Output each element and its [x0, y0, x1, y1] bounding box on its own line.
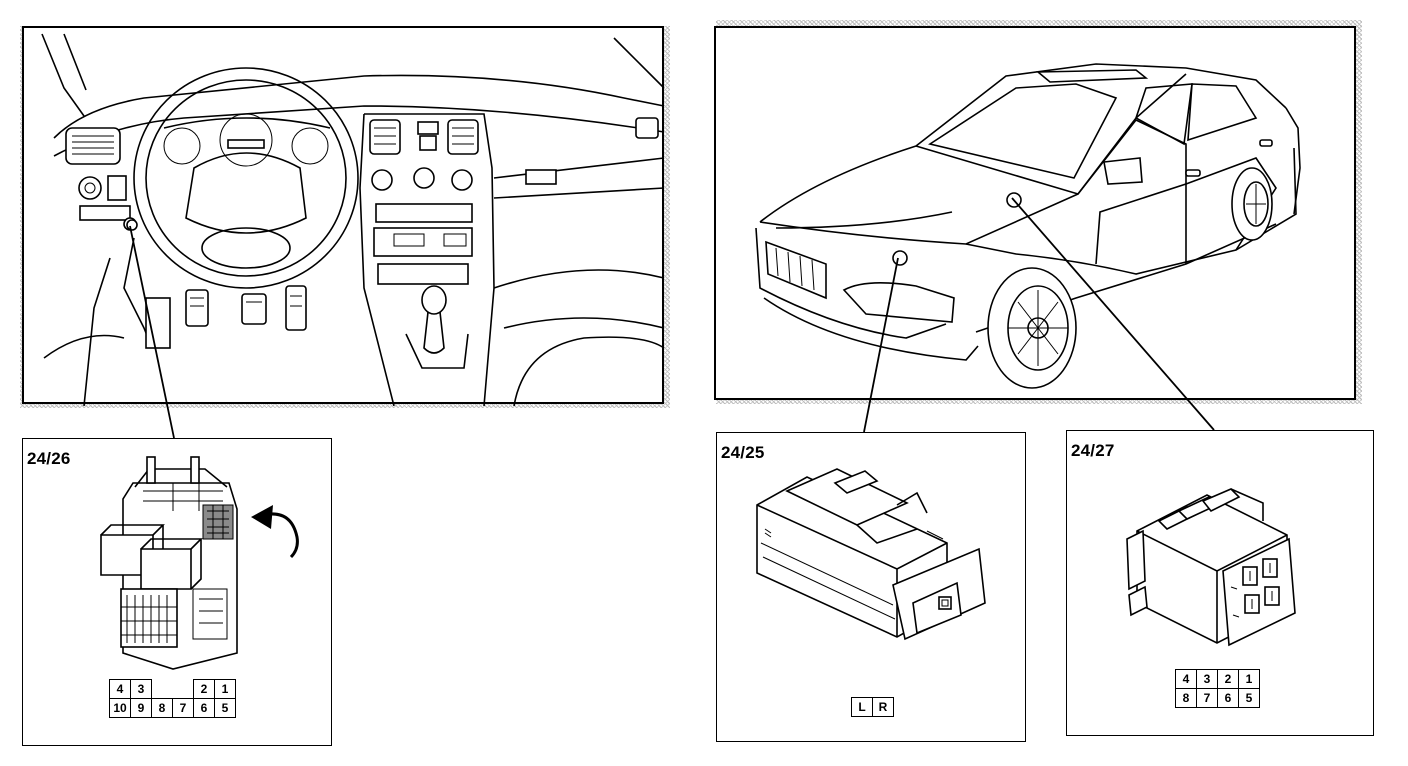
pin-grid-24-27: 4 3 2 1 8 7 6 5	[1175, 669, 1260, 708]
pin-cell: L	[851, 697, 873, 717]
car-view-panel	[714, 26, 1356, 400]
pin-cell: 1	[1238, 669, 1260, 689]
pin-cell: 5	[1238, 688, 1260, 708]
pin-cell: 3	[130, 679, 152, 699]
callout-label-24-26: 24/26	[27, 449, 71, 468]
pin-cell: 2	[193, 679, 215, 699]
two-pin-connector-illustration	[756, 468, 986, 641]
callout-panel-24-25: 24/25 L R	[716, 432, 1026, 742]
pin-cell: 1	[214, 679, 236, 699]
pin-cell: 4	[109, 679, 131, 699]
callout-panel-24-26: 24/26 4 3 2 1	[22, 438, 332, 746]
pin-cell-empty	[152, 680, 173, 699]
pin-cell: 7	[1196, 688, 1218, 708]
pin-cell: 6	[193, 698, 215, 718]
eight-pin-connector-illustration	[1126, 488, 1296, 647]
callout-label-24-25: 24/25	[721, 443, 765, 462]
pin-cell: 5	[214, 698, 236, 718]
fuse-relay-box-illustration	[100, 456, 299, 670]
callout-panel-24-27: 24/27 4 3 2 1 8 7 6 5	[1066, 430, 1374, 736]
pin-cell: 4	[1175, 669, 1197, 689]
dashboard-illustration	[41, 33, 665, 406]
pin-cell: 9	[130, 698, 152, 718]
pin-cell: 3	[1196, 669, 1218, 689]
callout-label-24-27: 24/27	[1071, 441, 1115, 460]
car-illustration	[755, 63, 1301, 389]
pin-cell: 6	[1217, 688, 1239, 708]
pin-grid-24-26: 4 3 2 1 10 9 8 7 6 5	[109, 679, 236, 718]
pin-grid-24-25: L R	[851, 697, 894, 717]
pin-cell: 8	[1175, 688, 1197, 708]
pin-cell-empty	[173, 680, 194, 699]
pin-cell: 2	[1217, 669, 1239, 689]
pin-cell: R	[872, 697, 894, 717]
pin-cell: 8	[151, 698, 173, 718]
pin-cell: 10	[109, 698, 131, 718]
pin-cell: 7	[172, 698, 194, 718]
dashboard-view-panel	[22, 26, 665, 406]
